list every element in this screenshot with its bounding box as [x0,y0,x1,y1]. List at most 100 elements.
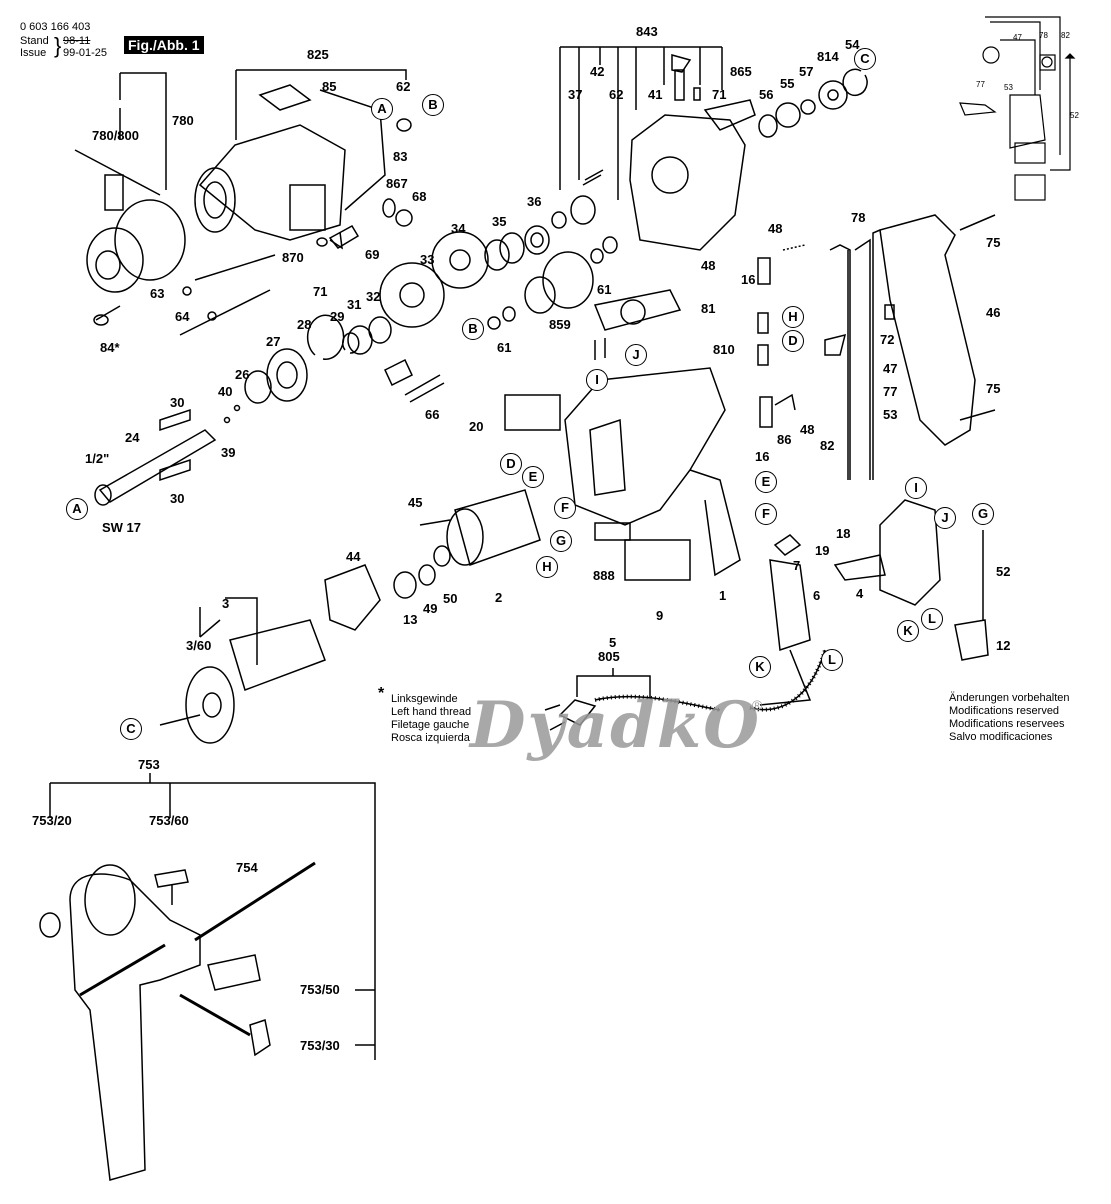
part-label: 85 [322,79,337,94]
part-label: 57 [799,64,814,79]
ref-circle-e: E [755,471,777,493]
part-label: 66 [425,407,440,422]
part-number: 0 603 166 403 [20,21,91,33]
wire-label-78: 78 [1039,31,1048,40]
ref-circle-d: D [782,330,804,352]
auxiliary-handle [39,861,316,1181]
part-label: 50 [443,591,458,606]
part-label: 41 [648,87,663,102]
accessory-label: 753/20 [32,813,72,828]
part-label: 45 [408,495,423,510]
disclaimer-line: Modifications reservees [949,718,1065,730]
spindle [94,408,217,506]
ref-circle-i: I [905,477,927,499]
ref-circle-k: K [897,620,919,642]
accessory-label: 753/50 [300,982,340,997]
field-coil [324,489,541,631]
ref-circle-j: J [625,344,647,366]
footnote-line: Rosca izquierda [391,732,470,744]
disclaimer-line: Modifications reserved [949,705,1060,717]
ref-circle-g: G [550,530,572,552]
part-label: 26 [235,367,250,382]
part-label: 34 [451,221,466,236]
part-label: 56 [759,87,774,102]
part-label: 52 [996,564,1011,579]
bracket-825 [235,69,407,140]
part-label: 859 [549,317,571,332]
part-label: 48 [701,258,716,273]
ref-circle-i: I [586,369,608,391]
part-label: 40 [218,384,233,399]
part-label: 20 [469,419,484,434]
part-label: 30 [170,491,185,506]
ref-circle-e: E [522,466,544,488]
part-label: 31 [347,297,362,312]
part-label: 48 [768,221,783,236]
part-label: 33 [420,252,435,267]
bracket-780 [119,72,167,190]
accessory-group-label: 753 [138,757,160,772]
part-label: 42 [590,64,605,79]
part-label: 82 [820,438,835,453]
motor-housing [504,289,741,581]
registered-mark: ® [752,697,763,713]
disclaimer-line: Salvo modificaciones [949,731,1053,743]
wiring-schematic [959,16,1076,201]
part-label: 68 [412,189,427,204]
part-label: 814 [817,49,839,64]
part-label: 805 [598,649,620,664]
ref-circle-f: F [554,497,576,519]
issue-value: 99-01-25 [63,47,108,59]
part-label: 19 [815,543,830,558]
ref-circle-g: G [972,503,994,525]
accessory-label: 753/60 [149,813,189,828]
ref-circle-c: C [854,48,876,70]
part-label: SW 17 [102,520,142,535]
wire-label-82: 82 [1061,31,1070,40]
gear-housing [179,84,413,336]
part-label: 63 [150,286,165,301]
part-label: 867 [386,176,408,191]
part-label: 1 [719,588,727,603]
part-label: 32 [366,289,381,304]
footnote-line: Left hand thread [391,706,472,718]
part-label: 83 [393,149,408,164]
part-label: 16 [755,449,770,464]
bracket-843 [559,46,723,200]
part-label: 13 [403,612,418,627]
part-label: 69 [365,247,380,262]
disclaimer-line: Änderungen vorbehalten [949,692,1070,704]
part-label: 71 [313,284,328,299]
ref-circle-h: H [782,306,804,328]
part-label: 48 [800,422,815,437]
ref-circle-d: D [500,453,522,475]
part-label: 81 [701,301,716,316]
part-label: 64 [175,309,190,324]
part-label: 24 [125,430,140,445]
wire-label-53: 53 [1004,83,1013,92]
bracket-753 [49,773,376,1060]
ref-circle-j: J [934,507,956,529]
part-label: 9 [656,608,664,623]
ref-circle-b: B [462,318,484,340]
wire-label-77: 77 [976,80,985,89]
cable-clamp [954,530,989,661]
part-label: 16 [741,272,756,287]
part-label: 55 [780,76,795,91]
bracket-3 [199,597,258,665]
part-label: 62 [396,79,411,94]
drill-chuck [74,149,186,326]
part-label: 54 [845,37,860,52]
part-label: 39 [221,445,236,460]
footnote-marker: * [378,685,385,702]
wire-label-52: 52 [1070,111,1079,120]
ref-circle-l: L [921,608,943,630]
part-label: 84* [100,340,120,355]
part-label: 44 [346,549,361,564]
watermark-logo: DyadkO [470,688,761,763]
armature [159,619,326,744]
ref-circle-l: L [821,649,843,671]
part-label: 53 [883,407,898,422]
part-label: 810 [713,342,735,357]
